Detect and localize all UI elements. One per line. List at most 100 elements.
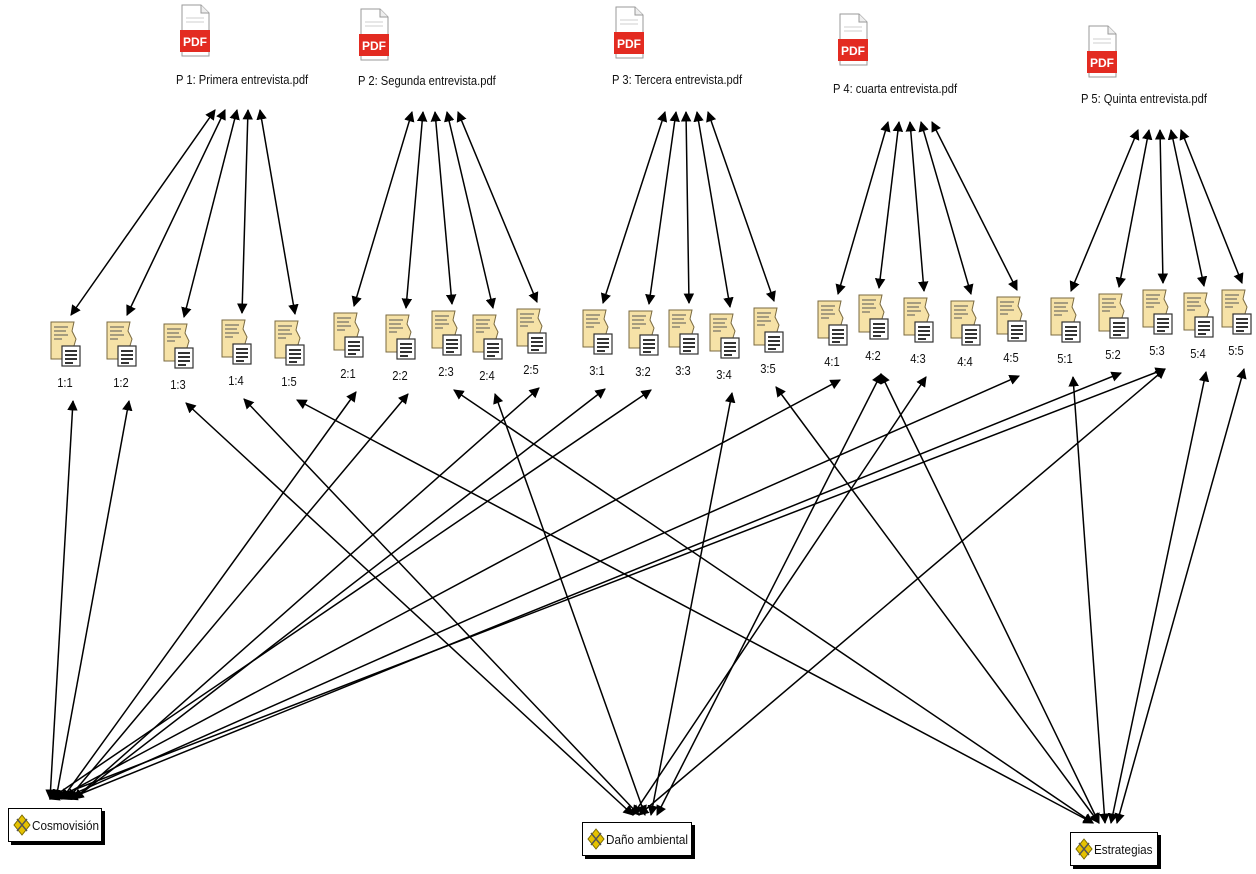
document-quotation-link <box>1179 129 1244 284</box>
quotation-code-link <box>1114 367 1247 825</box>
quotation-node[interactable]: 4:2 <box>856 292 890 372</box>
document-quotation-link <box>600 111 668 304</box>
document-quotation-link <box>430 110 457 306</box>
document-quotation-link <box>237 108 253 315</box>
document-quotation-link <box>351 110 415 308</box>
quotation-node[interactable]: 3:1 <box>580 307 614 387</box>
quotation-node[interactable]: 2:4 <box>470 312 504 392</box>
document-quotation-link <box>181 108 240 319</box>
pdf-icon: PDF <box>838 13 868 66</box>
quotation-node[interactable]: 4:1 <box>815 298 849 378</box>
document-quotation-link <box>680 110 695 305</box>
document-quotation-link <box>905 120 929 293</box>
quotation-code-link <box>880 373 1100 824</box>
quotation-code-link <box>185 402 634 816</box>
quotation-label: 4:4 <box>957 354 973 369</box>
quotation-node[interactable]: 3:5 <box>751 305 785 385</box>
quotation-label: 2:2 <box>392 368 408 383</box>
quotation-label: 3:4 <box>716 367 732 382</box>
document-quotation-link <box>456 111 539 303</box>
quotation-node[interactable]: 1:4 <box>219 317 253 397</box>
quotation-icon <box>472 314 503 360</box>
quotation-node[interactable]: 5:5 <box>1219 287 1253 367</box>
quotation-label: 3:3 <box>675 363 691 378</box>
quotation-node[interactable]: 5:1 <box>1048 295 1082 375</box>
quotation-label: 1:4 <box>228 373 244 388</box>
document-node-p1[interactable]: PDF <box>178 4 328 114</box>
quotation-icon <box>1050 297 1081 343</box>
quotation-node[interactable]: 3:2 <box>626 308 660 388</box>
quotation-label: 1:5 <box>281 374 297 389</box>
document-node-p4[interactable]: PDF <box>836 13 986 123</box>
quotation-label: 3:2 <box>635 364 651 379</box>
quotation-icon <box>1183 292 1214 338</box>
quotation-code-link <box>775 386 1100 824</box>
quotation-icon <box>333 312 364 358</box>
quotation-node[interactable]: 4:4 <box>948 298 982 378</box>
quotation-node[interactable]: 5:4 <box>1181 290 1215 370</box>
quotation-node[interactable]: 2:1 <box>331 310 365 390</box>
quotation-label: 2:1 <box>340 366 356 381</box>
quotation-icon <box>1142 289 1173 335</box>
code-label: Daño ambiental <box>606 831 688 847</box>
quotation-node[interactable]: 2:3 <box>429 308 463 388</box>
document-quotation-link <box>645 110 680 306</box>
quotation-code-link <box>638 368 1166 816</box>
quotation-icon <box>274 320 305 366</box>
pdf-badge-text: PDF <box>362 39 386 53</box>
quotation-node[interactable]: 2:2 <box>383 312 417 392</box>
quotation-code-link <box>49 389 652 800</box>
document-node-p2[interactable]: PDF <box>357 8 507 118</box>
quotation-icon <box>753 307 784 353</box>
quotation-label: 1:2 <box>113 375 129 390</box>
document-quotation-link <box>874 120 904 290</box>
quotation-icon <box>1098 293 1129 339</box>
quotation-label: 5:5 <box>1228 343 1244 358</box>
quotation-label: 3:1 <box>589 363 605 378</box>
quotation-node[interactable]: 3:3 <box>666 307 700 387</box>
pdf-badge-text: PDF <box>183 35 207 49</box>
code-node-estrategias[interactable]: Estrategias <box>1070 832 1158 866</box>
pdf-icon: PDF <box>1087 25 1117 78</box>
quotation-code-link <box>243 398 640 816</box>
quotation-code-link <box>45 399 78 801</box>
quotation-node[interactable]: 3:4 <box>707 311 741 391</box>
quotation-icon <box>50 321 81 367</box>
code-icon <box>13 814 31 836</box>
quotation-node[interactable]: 4:5 <box>994 294 1028 374</box>
quotation-node[interactable]: 2:5 <box>514 306 548 386</box>
document-quotation-link <box>1154 128 1169 285</box>
quotation-icon <box>431 310 462 356</box>
quotation-node[interactable]: 4:3 <box>901 295 935 375</box>
quotation-icon <box>996 296 1027 342</box>
quotation-node[interactable]: 1:2 <box>104 319 138 399</box>
document-title: P 2: Segunda entrevista.pdf <box>358 73 496 88</box>
document-node-p3[interactable]: PDF <box>612 6 762 116</box>
document-quotation-link <box>931 121 1018 291</box>
quotation-node[interactable]: 5:2 <box>1096 291 1130 371</box>
code-node-dano[interactable]: Daño ambiental <box>582 822 692 856</box>
document-node-p5[interactable]: PDF <box>1085 25 1235 135</box>
relation-lines <box>45 108 1247 825</box>
quotation-node[interactable]: 5:3 <box>1140 287 1174 367</box>
document-quotation-link <box>918 120 974 296</box>
pdf-icon: PDF <box>180 4 210 57</box>
quotation-node[interactable]: 1:5 <box>272 318 306 398</box>
quotation-label: 3:5 <box>760 361 776 376</box>
quotation-node[interactable]: 1:3 <box>161 321 195 401</box>
document-quotation-link <box>693 110 734 309</box>
quotation-icon <box>950 300 981 346</box>
quotation-icon <box>221 319 252 365</box>
document-quotation-link <box>70 109 216 316</box>
quotation-node[interactable]: 1:1 <box>48 319 82 399</box>
code-node-cosmovision[interactable]: Cosmovisión <box>8 808 102 842</box>
quotation-label: 2:3 <box>438 364 454 379</box>
quotation-label: 5:2 <box>1105 347 1121 362</box>
quotation-icon <box>668 309 699 355</box>
quotation-label: 2:4 <box>479 368 495 383</box>
quotation-label: 1:1 <box>57 375 73 390</box>
quotation-icon <box>163 323 194 369</box>
quotation-code-link <box>632 376 927 816</box>
code-icon <box>1075 838 1093 860</box>
quotation-label: 4:5 <box>1003 350 1019 365</box>
